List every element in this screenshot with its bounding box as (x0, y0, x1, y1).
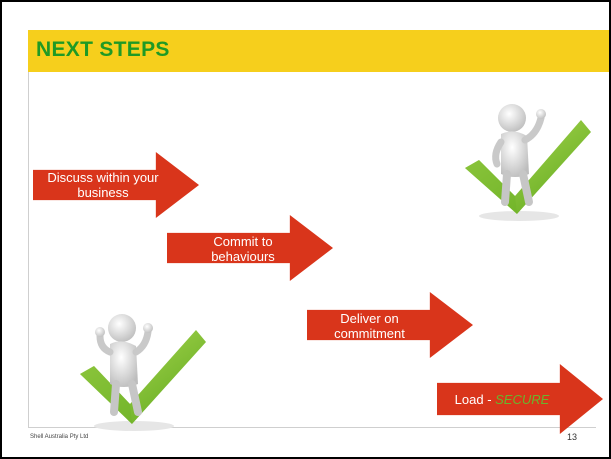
page-number: 13 (567, 432, 578, 442)
footer-company: Shell Australia Pty Ltd (30, 434, 89, 440)
person-thumbs-up-checkmark-icon (465, 104, 591, 221)
slide-title: NEXT STEPS (36, 38, 170, 61)
step-label-2: Commit to behaviours (211, 234, 275, 264)
step-label-4: Load - SECURE (454, 392, 550, 407)
divider-left (28, 72, 29, 427)
divider-bottom (28, 427, 596, 428)
person-thumbs-up-checkmark-icon (80, 314, 206, 431)
step-label-1: Discuss within your business (47, 170, 159, 200)
step-label-3: Deliver on commitment (334, 311, 405, 341)
title-bar: NEXT STEPS (28, 30, 609, 72)
